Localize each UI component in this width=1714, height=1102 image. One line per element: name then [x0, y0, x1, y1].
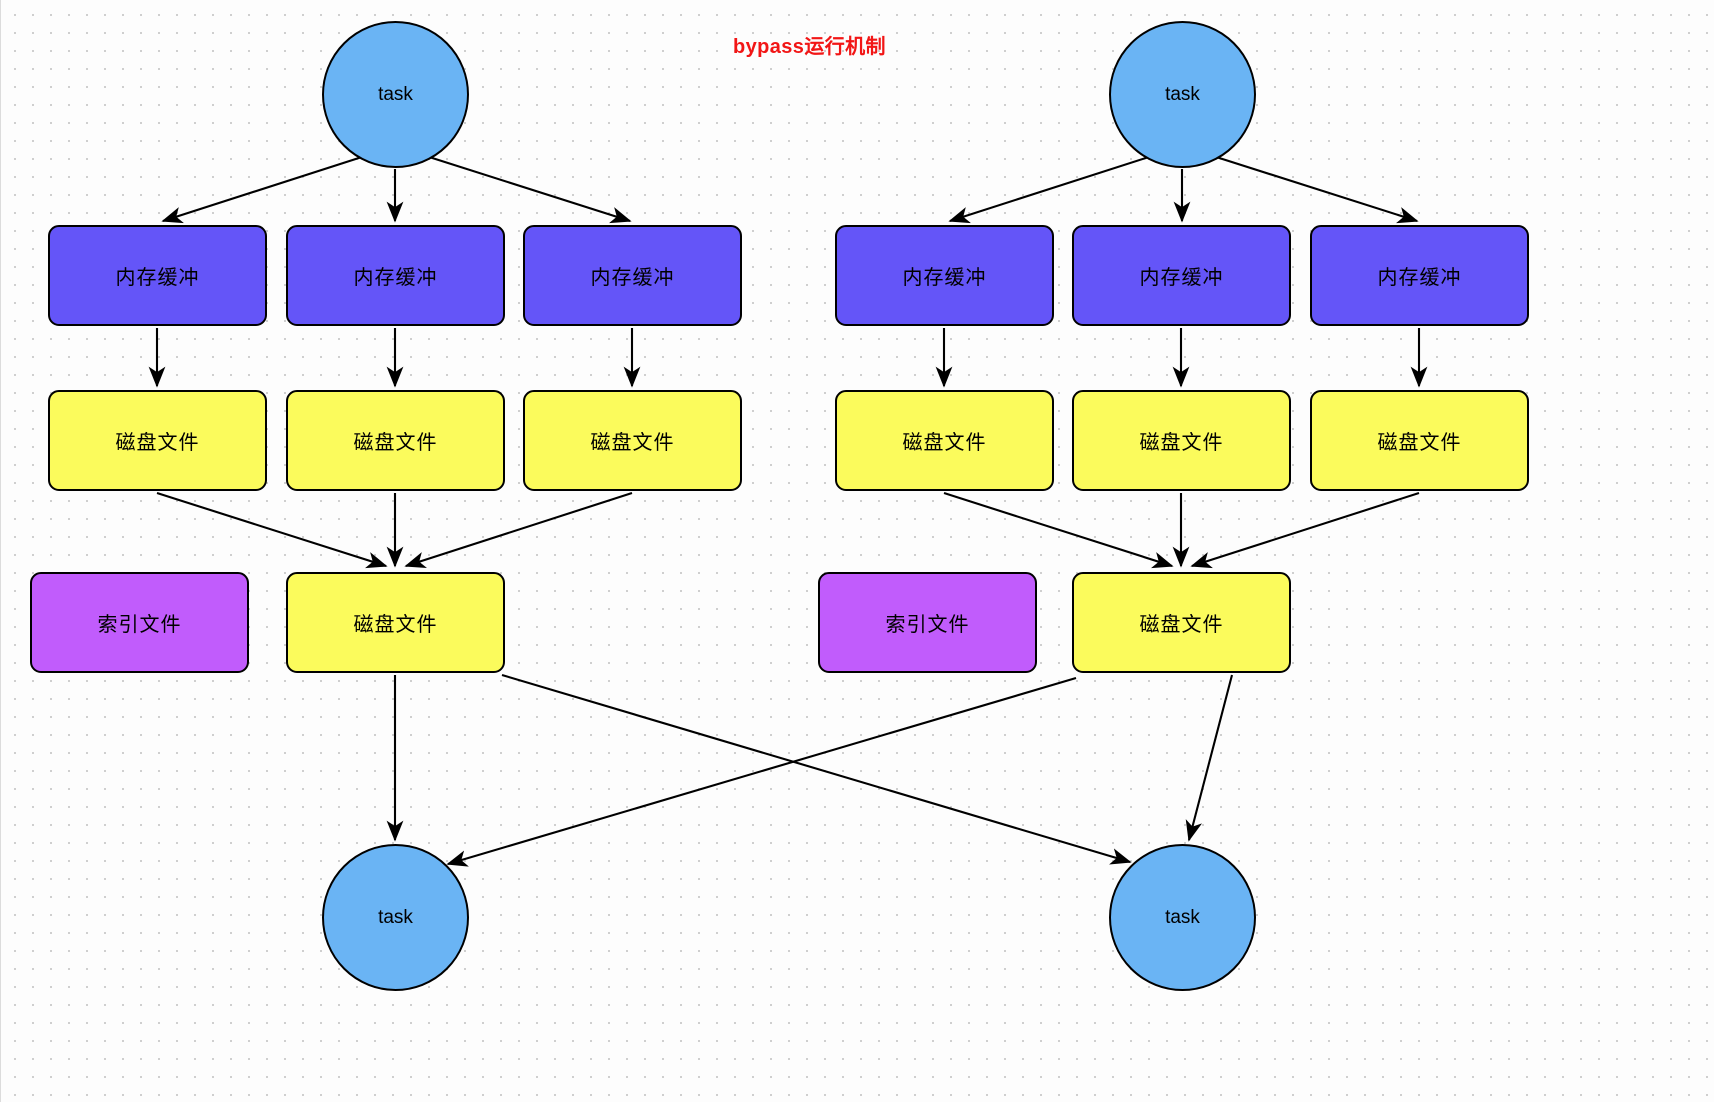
edge-task-tl-mem-l1: [161, 155, 366, 224]
node-label: task: [1165, 906, 1200, 928]
node-label: 索引文件: [97, 614, 182, 636]
node-disk-file-r2[interactable]: 磁盘文件: [1072, 390, 1291, 491]
node-memory-buffer-l2[interactable]: 内存缓冲: [286, 225, 505, 326]
node-memory-buffer-l1[interactable]: 内存缓冲: [48, 225, 267, 326]
node-task-top-right[interactable]: task: [1109, 21, 1256, 168]
node-label: 内存缓冲: [1139, 267, 1224, 289]
diagram-title: bypass运行机制: [733, 36, 886, 58]
node-memory-buffer-l3[interactable]: 内存缓冲: [523, 225, 742, 326]
node-label: task: [378, 83, 413, 105]
node-label: 内存缓冲: [115, 267, 200, 289]
node-label: 磁盘文件: [1139, 614, 1224, 636]
node-label: 磁盘文件: [590, 432, 675, 454]
node-index-file-left[interactable]: 索引文件: [30, 572, 249, 673]
node-merged-disk-file-right[interactable]: 磁盘文件: [1072, 572, 1291, 673]
node-disk-file-l3[interactable]: 磁盘文件: [523, 390, 742, 491]
node-label: 索引文件: [885, 614, 970, 636]
node-label: 磁盘文件: [902, 432, 987, 454]
node-task-bottom-right[interactable]: task: [1109, 844, 1256, 991]
edge-disk-l3-merged-l: [404, 492, 633, 569]
edge-merged-r-task-br: [1185, 674, 1234, 842]
node-label: 内存缓冲: [353, 267, 438, 289]
node-disk-file-l1[interactable]: 磁盘文件: [48, 390, 267, 491]
node-disk-file-r1[interactable]: 磁盘文件: [835, 390, 1054, 491]
node-index-file-right[interactable]: 索引文件: [818, 572, 1037, 673]
node-label: 内存缓冲: [590, 267, 675, 289]
edge-merged-l-task-br: [501, 673, 1132, 865]
edge-task-tl-mem-l3: [425, 154, 632, 224]
node-label: task: [1165, 83, 1200, 105]
edge-merged-r-task-bl: [446, 676, 1077, 867]
node-label: task: [378, 906, 413, 928]
node-disk-file-l2[interactable]: 磁盘文件: [286, 390, 505, 491]
node-task-bottom-left[interactable]: task: [322, 844, 469, 991]
edge-disk-r1-merged-r: [943, 492, 1174, 569]
node-memory-buffer-r3[interactable]: 内存缓冲: [1310, 225, 1529, 326]
edge-disk-l1-merged-l: [156, 491, 388, 569]
node-disk-file-r3[interactable]: 磁盘文件: [1310, 390, 1529, 491]
edge-task-tr-mem-r1: [948, 155, 1153, 224]
node-label: 磁盘文件: [353, 614, 438, 636]
node-memory-buffer-r2[interactable]: 内存缓冲: [1072, 225, 1291, 326]
node-memory-buffer-r1[interactable]: 内存缓冲: [835, 225, 1054, 326]
node-merged-disk-file-left[interactable]: 磁盘文件: [286, 572, 505, 673]
node-label: 磁盘文件: [353, 432, 438, 454]
node-label: 磁盘文件: [115, 432, 200, 454]
edge-disk-r3-merged-r: [1190, 492, 1420, 569]
edge-task-tr-mem-r3: [1212, 154, 1419, 224]
node-label: 磁盘文件: [1377, 432, 1462, 454]
node-task-top-left[interactable]: task: [322, 21, 469, 168]
node-label: 内存缓冲: [1377, 267, 1462, 289]
node-label: 磁盘文件: [1139, 432, 1224, 454]
node-label: 内存缓冲: [902, 267, 987, 289]
canvas-left-border: [0, 0, 1, 1102]
